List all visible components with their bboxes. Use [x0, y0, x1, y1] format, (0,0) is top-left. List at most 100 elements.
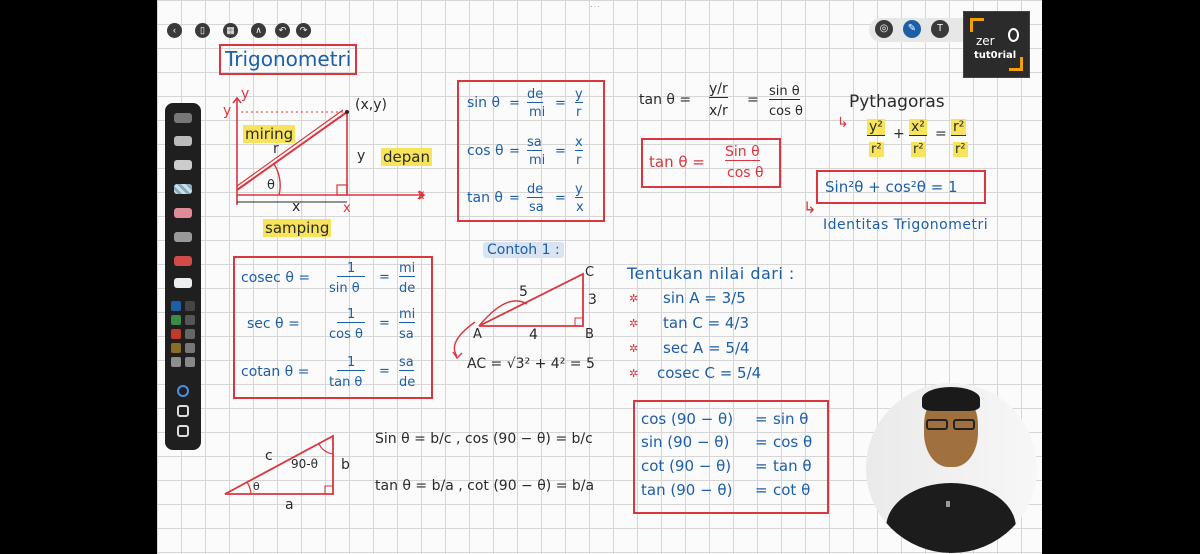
ratio-cos-eq1: =: [509, 144, 520, 159]
tan-box-den: cos θ: [727, 165, 764, 181]
color-swatch-gray3[interactable]: [185, 343, 195, 353]
ratio-sin-eq1: =: [509, 96, 520, 111]
pyth-d3: r²: [953, 142, 968, 157]
undo-icon[interactable]: ↶: [275, 23, 290, 38]
color-swatch-gray[interactable]: [185, 315, 195, 325]
fountain-pen-tool[interactable]: [174, 113, 192, 123]
cofunction-lhs: cot (90 − θ): [641, 457, 732, 475]
miring-label: miring: [243, 125, 296, 143]
more-handle[interactable]: ···: [590, 2, 601, 11]
pen-icon[interactable]: ✎: [903, 20, 921, 38]
pythagoras-arrow: ↳: [837, 115, 849, 131]
basic-ratios-box: [457, 80, 605, 222]
question-bullet: ✲: [629, 367, 639, 380]
text-icon[interactable]: T: [931, 20, 949, 38]
pencil-tool[interactable]: [174, 160, 192, 170]
presenter-shirt: [886, 483, 1016, 553]
cofunction-lhs: sin (90 − θ): [641, 433, 730, 451]
identity-line-sin: Sin θ = b/c , cos (90 − θ) = b/c: [375, 431, 593, 447]
logo-zero-ring: [1008, 28, 1019, 42]
pyth-term1: y²: [867, 119, 885, 136]
highlighter-tool[interactable]: [174, 184, 192, 194]
eraser-tool[interactable]: [174, 208, 192, 218]
ratio-sin-num2: y: [575, 87, 583, 103]
recip-cosec-n2: mi: [399, 261, 416, 277]
ratio-cos-eq2: =: [555, 144, 566, 159]
example-hyp-label: 5: [519, 284, 528, 300]
color-swatch-green[interactable]: [171, 315, 181, 325]
identity-line-tan: tan θ = b/a , cot (90 − θ) = b/a: [375, 478, 595, 494]
marker-tool[interactable]: [174, 232, 192, 242]
selection-tool-icon[interactable]: [177, 405, 189, 417]
clip-mic: [946, 501, 950, 507]
tan-derivation-num: y/r: [709, 81, 728, 98]
crop-tool-icon[interactable]: [177, 425, 189, 437]
recip-sec-d1: cos θ: [329, 327, 363, 342]
recip-sec-n1: 1: [337, 307, 366, 323]
ratio-sin-den: mi: [529, 105, 546, 120]
tan-box-lhs: tan θ =: [649, 153, 705, 171]
ratio-tan-den: sa: [529, 200, 544, 215]
pen-mode-icon[interactable]: ∧: [251, 23, 266, 38]
ratio-cos-den2: r: [576, 153, 582, 168]
question-item: tan C = 4/3: [663, 314, 750, 332]
pyth-eq: =: [935, 126, 947, 142]
cofunction-eq: =: [755, 457, 768, 475]
pyth-term3-text: r²: [951, 119, 967, 135]
identity-formula: Sin²θ + cos²θ = 1: [825, 178, 958, 196]
color-swatch-silver[interactable]: [171, 357, 181, 367]
lasso-icon[interactable]: ◎: [875, 20, 893, 38]
theta-label: θ: [267, 178, 275, 193]
example-vertex-c: C: [585, 265, 595, 280]
cofunction-eq: =: [755, 410, 768, 428]
sidebar-icon[interactable]: ▯: [195, 23, 210, 38]
question-bullet: ✲: [629, 317, 639, 330]
presenter-webcam: [866, 383, 1037, 553]
presenter-hair: [922, 387, 980, 411]
recip-cosec-n1: 1: [337, 261, 366, 277]
pyth-plus: +: [893, 126, 905, 142]
ballpoint-pen-tool[interactable]: [174, 136, 192, 146]
cofunction-rhs: cot θ: [773, 481, 811, 499]
pyth-d1: r²: [869, 142, 884, 157]
color-swatch-brown[interactable]: [171, 343, 181, 353]
recip-cosec-eq: =: [379, 270, 390, 285]
reciprocal-ratios-box: [233, 256, 433, 399]
cofunction-lhs: cos (90 − θ): [641, 410, 734, 428]
color-swatch-red[interactable]: [171, 329, 181, 339]
lasso-tool-icon[interactable]: [177, 385, 189, 397]
example-ac-equation: AC = √3² + 4² = 5: [467, 356, 595, 372]
question-item: sec A = 5/4: [663, 339, 750, 357]
depan-label: depan: [381, 148, 432, 166]
pythagoras-title: Pythagoras: [849, 92, 945, 112]
color-swatch-gray4[interactable]: [185, 357, 195, 367]
identity-label: Identitas Trigonometri: [823, 217, 989, 233]
color-swatch-dark[interactable]: [185, 301, 195, 311]
red-pen-tool[interactable]: [174, 256, 192, 266]
questions-title: Tentukan nilai dari :: [627, 264, 795, 283]
cofunction-lhs: tan (90 − θ): [641, 481, 733, 499]
x-axis-label: x: [417, 188, 425, 203]
tan-derivation-lhs: tan θ =: [639, 92, 692, 108]
whiteboard-canvas[interactable]: ‹ ▯ ▦ ∧ ↶ ↷ ··· ◎ ✎ T zer tut0rial: [157, 0, 1042, 554]
y-axis-label: y: [241, 86, 250, 102]
pyth-d1-text: r²: [869, 142, 884, 157]
tan-derivation-eq: =: [747, 92, 759, 108]
color-swatch-gray2[interactable]: [185, 329, 195, 339]
identity-arrow: ↳: [803, 198, 817, 217]
point-label: (x,y): [355, 97, 387, 113]
redo-icon[interactable]: ↷: [296, 23, 311, 38]
page-title: Trigonometri: [225, 47, 352, 71]
cofunction-rhs: sin θ: [773, 410, 809, 428]
glasses-left: [926, 419, 948, 430]
back-icon[interactable]: ‹: [167, 23, 182, 38]
grid-icon[interactable]: ▦: [223, 23, 238, 38]
cofunction-eq: =: [755, 481, 768, 499]
pyth-term1-text: y²: [867, 119, 885, 135]
recip-cotan-n1: 1: [337, 355, 366, 371]
ruler-tool[interactable]: [174, 278, 192, 288]
samping-text: samping: [263, 219, 332, 237]
color-swatch-blue[interactable]: [171, 301, 181, 311]
right-triangle-diagram: [232, 96, 426, 205]
tan-derivation-den2: cos θ: [769, 104, 803, 119]
